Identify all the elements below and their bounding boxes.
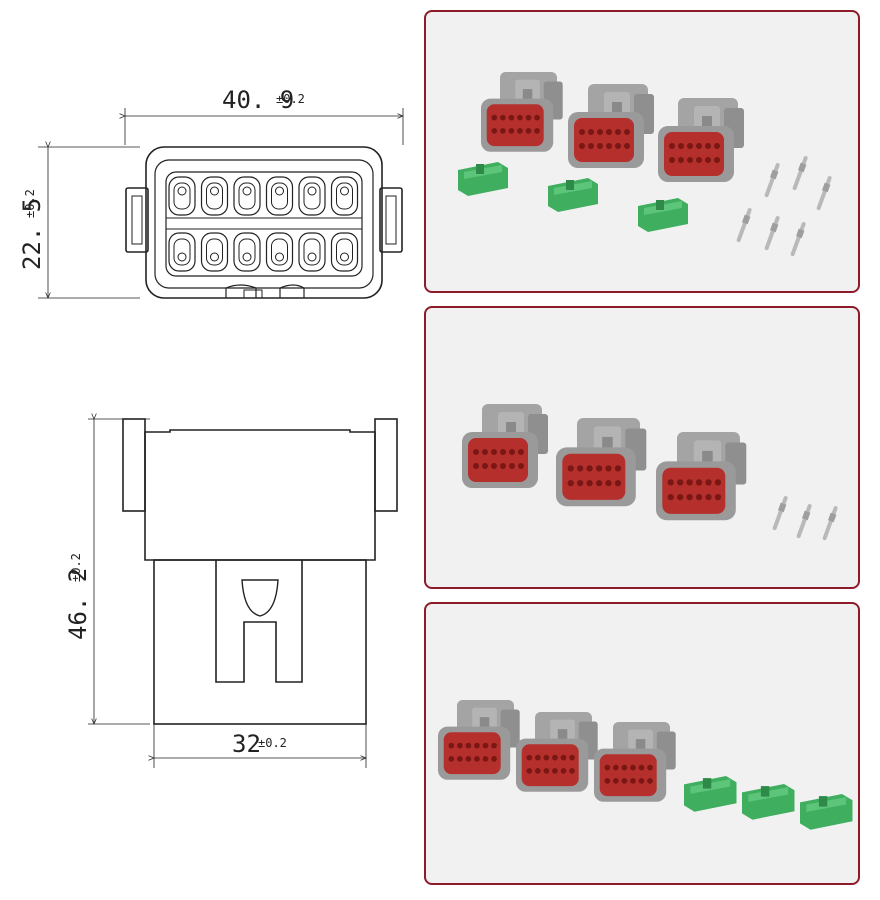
- contact-pin: [764, 216, 780, 251]
- contact-pin: [736, 208, 752, 243]
- front-view: [38, 108, 403, 299]
- side-width-tolerance: ±0.2: [258, 736, 287, 750]
- contact-pin: [822, 506, 838, 541]
- front-width-dimension: 40. 9: [222, 86, 294, 114]
- contact-pin: [796, 504, 812, 539]
- contact-cavity: [330, 176, 359, 216]
- contact-cavity: [233, 176, 261, 216]
- side-height-dimension: 46. 2: [64, 568, 92, 640]
- technical-drawing: 40. 9 ±0.2 22. 5 ±0.2 46. 2 ±0.2 32 ±0.2: [18, 86, 420, 768]
- side-width-dimension: 32: [232, 730, 261, 758]
- wedgelock: [458, 162, 508, 196]
- connector-housing: [656, 432, 747, 521]
- contact-pin: [764, 163, 780, 198]
- contact-pin: [816, 176, 832, 211]
- connector-housing: [481, 72, 563, 152]
- front-height-tolerance: ±0.2: [23, 189, 37, 218]
- side-height-tolerance: ±0.2: [69, 553, 83, 582]
- contact-cavity: [298, 232, 326, 272]
- contact-cavity: [265, 176, 294, 216]
- wedgelock: [684, 776, 737, 812]
- contact-pin: [772, 496, 788, 531]
- connector-housing: [556, 418, 647, 507]
- contact-pin: [792, 156, 808, 191]
- contact-cavity: [265, 232, 294, 272]
- contact-cavity: [168, 232, 196, 272]
- front-width-tolerance: ±0.2: [276, 92, 305, 106]
- contact-cavity: [298, 176, 326, 216]
- contact-cavity: [330, 232, 359, 272]
- connector-housing: [594, 722, 676, 802]
- front-height-dimension: 22. 5: [18, 198, 46, 270]
- side-view: [88, 419, 398, 768]
- contact-cavity: [168, 176, 196, 216]
- contact-cavity: [233, 232, 261, 272]
- product-photo-1: [424, 10, 860, 293]
- contact-cavity: [200, 176, 229, 216]
- connector-housing: [516, 712, 598, 792]
- wedgelock: [638, 198, 688, 232]
- product-photo-3: [424, 602, 860, 885]
- product-photo-2: [424, 306, 860, 589]
- contact-pin: [790, 222, 806, 257]
- connector-housing: [568, 84, 654, 168]
- wedgelock: [800, 794, 853, 830]
- wedgelock: [742, 784, 795, 820]
- connector-housing: [462, 404, 548, 488]
- connector-housing: [658, 98, 744, 182]
- wedgelock: [548, 178, 598, 212]
- connector-housing: [438, 700, 520, 780]
- contact-cavity: [200, 232, 229, 272]
